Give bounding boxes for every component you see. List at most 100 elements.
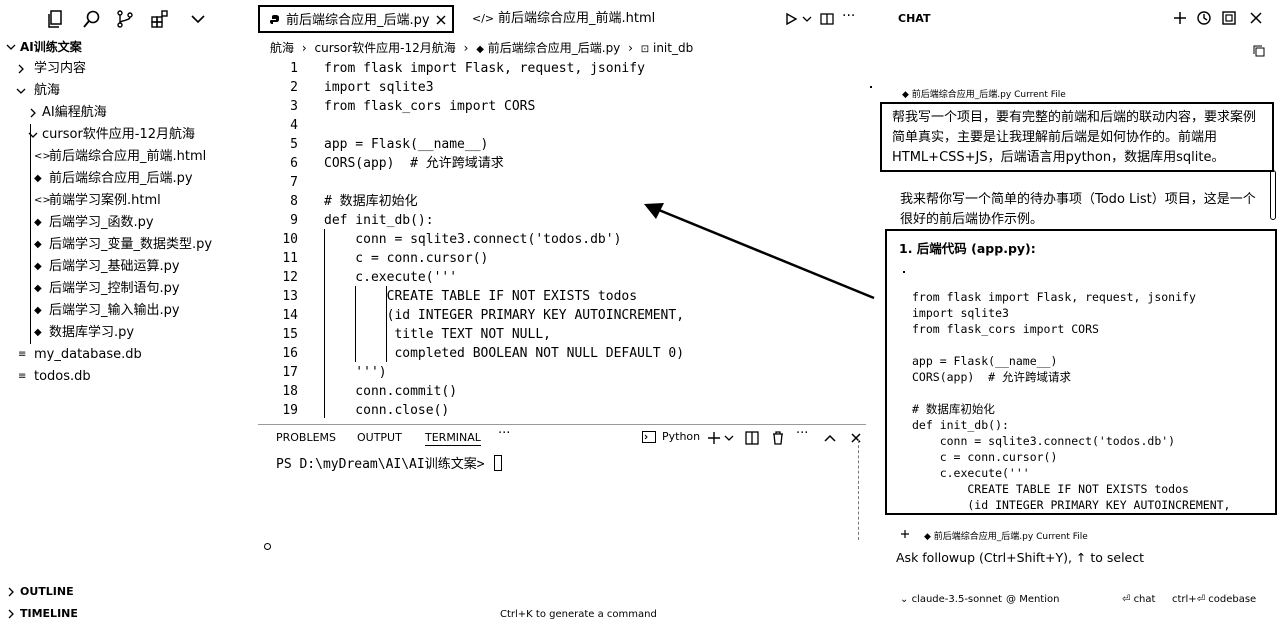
tab-backend-py[interactable]: 前后端综合应用_后端.py (258, 5, 454, 33)
input-context-chip[interactable]: ◆ 前后端综合应用_后端.py Current File (924, 529, 1088, 542)
tab-problems[interactable]: PROBLEMS (276, 431, 337, 444)
copy-icon[interactable] (1252, 44, 1266, 58)
tab-output[interactable]: OUTPUT (357, 431, 402, 444)
html-file-icon: </> (472, 12, 495, 25)
tab-terminal[interactable]: TERMINAL (425, 431, 481, 446)
line-number: 6 (290, 156, 298, 171)
code-fence-dot (903, 271, 905, 273)
tree-folder[interactable]: cursor软件应用-12月航海 (0, 124, 258, 146)
outline-section[interactable]: OUTLINE (0, 581, 258, 603)
maximize-panel-icon[interactable] (822, 430, 838, 446)
add-context-icon[interactable] (900, 529, 910, 539)
breadcrumb-item[interactable]: 前后端综合应用_后端.py (487, 41, 621, 55)
chat-panel: CHAT ◆ 前后端综合应用_后端.py Current File 帮我写一个项… (866, 0, 1280, 624)
timeline-section[interactable]: TIMELINE (0, 603, 258, 624)
shell-name[interactable]: Python (662, 430, 701, 443)
tree-file[interactable]: ◆后端学习_函数.py (0, 212, 258, 234)
user-message[interactable]: 帮我写一个项目，要有完整的前端和后端的联动内容，要求案例简单真实，主要是让我理解… (880, 102, 1274, 172)
codebase-submit-button[interactable]: ctrl+⏎ codebase (1172, 594, 1256, 605)
chat-code-line: import sqlite3 (912, 306, 1009, 320)
explorer-root-folder[interactable]: AI训练文案 (0, 36, 258, 58)
terminal-prompt: PS D:\myDream\AI\AI训练文案> (276, 457, 493, 472)
context-chip[interactable]: ◆ 前后端综合应用_后端.py Current File (902, 87, 1066, 100)
tree-file[interactable]: <>前后端综合应用_前端.html (0, 146, 258, 168)
user-message-text: 帮我写一个项目，要有完整的前端和后端的联动内容，要求案例简单真实，主要是让我理解… (892, 110, 1257, 165)
python-file-icon: ◆ (476, 44, 484, 55)
editor-area: 前后端综合应用_后端.py </> 前后端综合应用_前端.html ··· 航海… (258, 0, 866, 624)
run-icon[interactable] (784, 12, 798, 26)
close-icon[interactable] (436, 15, 446, 25)
chevron-down-icon (6, 44, 16, 50)
tree-file[interactable]: ≡todos.db (0, 366, 258, 388)
activity-bar (0, 0, 258, 38)
tree-file[interactable]: <>前端学习案例.html (0, 190, 258, 212)
tree-folder[interactable]: AI編程航海 (0, 102, 258, 124)
chevron-down-icon[interactable] (802, 14, 812, 24)
section-heading: 1. 后端代码 (app.py): (899, 241, 1036, 256)
split-terminal-icon[interactable] (744, 430, 760, 446)
tree-folder[interactable]: 航海 (0, 80, 258, 102)
line-number: 11 (282, 251, 298, 266)
explorer-icon[interactable] (46, 9, 66, 29)
add-terminal-icon[interactable] (706, 430, 722, 446)
split-editor-icon[interactable] (820, 12, 834, 26)
breadcrumb-item[interactable]: 航海 (270, 41, 295, 55)
breadcrumb-item[interactable]: cursor软件应用-12月航海 (314, 41, 456, 55)
panel-scrollbar[interactable] (858, 440, 864, 540)
search-icon[interactable] (82, 9, 102, 29)
chat-input[interactable]: Ask followup (Ctrl+Shift+Y), ↑ to select (896, 550, 1145, 565)
line-number: 14 (282, 308, 298, 323)
tree-item-label: cursor软件应用-12月航海 (42, 127, 196, 142)
more-actions-icon[interactable]: ··· (842, 8, 856, 24)
tree-file[interactable]: ◆前后端综合应用_后端.py (0, 168, 258, 190)
chat-title: CHAT (898, 12, 931, 25)
tree-file[interactable]: ◆后端学习_控制语句.py (0, 278, 258, 300)
code-line: 10 conn = sqlite3.connect('todos.db') (258, 230, 858, 249)
mention-button[interactable]: @ Mention (1006, 594, 1060, 605)
chevron-right-icon (8, 587, 14, 597)
database-file-icon: ≡ (18, 349, 27, 360)
tree-item-label: 前后端综合应用_前端.html (49, 149, 207, 164)
tree-item-label: 后端学习_控制语句.py (49, 281, 180, 296)
tree-file[interactable]: ◆数据库学习.py (0, 322, 258, 344)
extensions-icon[interactable] (150, 9, 170, 29)
tree-item-label: 学习内容 (34, 61, 87, 76)
tree-file[interactable]: ◆后端学习_变量_数据类型.py (0, 234, 258, 256)
model-selector[interactable]: ⌄ claude-3.5-sonnet (900, 594, 1003, 605)
chevron-down-icon[interactable] (724, 430, 734, 446)
status-circle-icon (264, 543, 271, 550)
chat-scrollbar[interactable] (1270, 170, 1276, 220)
code-line: 18 conn.commit() (258, 382, 858, 401)
history-icon[interactable] (1196, 10, 1212, 26)
chevron-down-icon[interactable] (188, 9, 208, 29)
tree-folder[interactable]: 学习内容 (0, 58, 258, 80)
source-control-icon[interactable] (115, 9, 135, 29)
chevron-right-icon: › (301, 41, 307, 55)
breadcrumb: 航海 › cursor软件应用-12月航海 › ◆ 前后端综合应用_后端.py … (270, 38, 693, 58)
line-number: 10 (282, 232, 298, 247)
timeline-label: TIMELINE (20, 607, 78, 620)
html-file-icon: <> (34, 195, 51, 206)
breadcrumb-item[interactable]: init_db (652, 41, 694, 55)
python-file-icon (270, 15, 279, 24)
tree-item-label: 数据库学习.py (49, 325, 135, 340)
tree-file[interactable]: ◆后端学习_输入输出.py (0, 300, 258, 322)
trash-icon[interactable] (770, 430, 786, 446)
maximize-icon[interactable] (1221, 10, 1237, 26)
close-icon[interactable] (1248, 10, 1264, 26)
terminal-line[interactable]: PS D:\myDream\AI\AI训练文案> (276, 455, 503, 474)
tab-frontend-html[interactable]: </> 前后端综合应用_前端.html (468, 5, 668, 33)
tree-file[interactable]: ◆后端学习_基础运算.py (0, 256, 258, 278)
more-actions-icon[interactable]: ··· (796, 426, 809, 441)
tree-item-label: 前端学习案例.html (49, 193, 161, 208)
tree-file[interactable]: ≡my_database.db (0, 344, 258, 366)
line-number: 16 (282, 346, 298, 361)
new-chat-icon[interactable] (1172, 10, 1188, 26)
chat-submit-button[interactable]: ⏎ chat (1122, 594, 1156, 605)
panel-more-icon[interactable]: ··· (498, 426, 511, 441)
